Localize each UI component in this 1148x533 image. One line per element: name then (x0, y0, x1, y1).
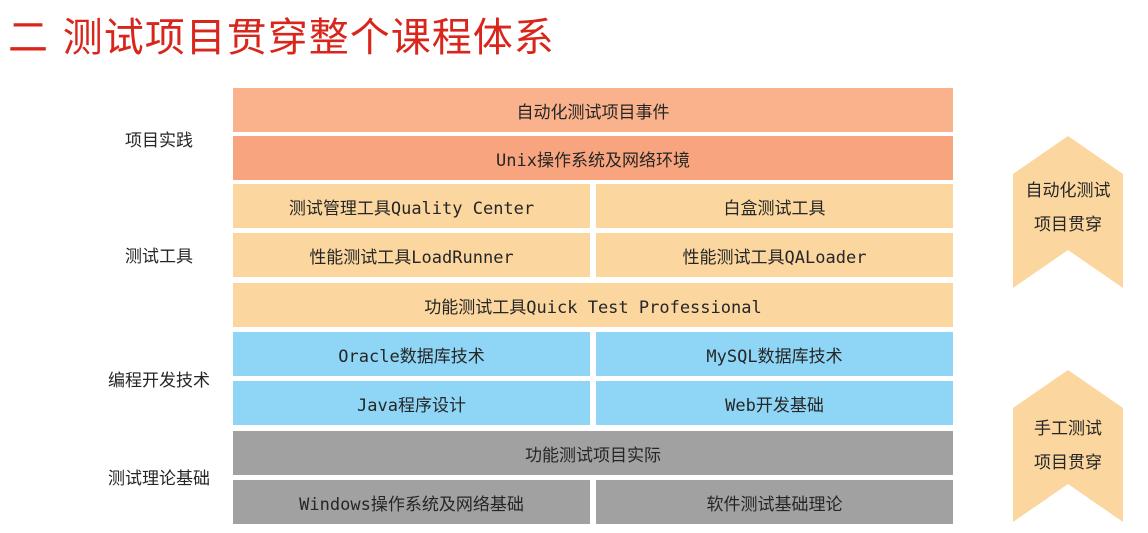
block-windows-network: Windows操作系统及网络基础 (233, 480, 590, 524)
up-arrow-icon (1013, 370, 1123, 522)
layer-label-dev: 编程开发技术 (108, 371, 210, 391)
block-java: Java程序设计 (233, 381, 590, 425)
automation-arrow: 自动化测试 项目贯穿 (1013, 136, 1123, 288)
block-whitebox-tools: 白盒测试工具 (596, 184, 953, 228)
automation-arrow-line1: 自动化测试 (1025, 181, 1111, 201)
block-unix-network: Unix操作系统及网络环境 (233, 136, 953, 180)
block-quality-center: 测试管理工具Quality Center (233, 184, 590, 228)
block-oracle: Oracle数据库技术 (233, 332, 590, 376)
block-mysql: MySQL数据库技术 (596, 332, 953, 376)
block-automation-project: 自动化测试项目事件 (233, 88, 953, 132)
layer-label-tools: 测试工具 (125, 247, 193, 267)
up-arrow-icon (1013, 136, 1123, 288)
layer-label-practice: 项目实践 (125, 131, 193, 151)
block-qaloader: 性能测试工具QALoader (596, 233, 953, 277)
manual-arrow-line1: 手工测试 (1034, 419, 1102, 439)
block-qtp: 功能测试工具Quick Test Professional (233, 283, 953, 327)
block-loadrunner: 性能测试工具LoadRunner (233, 233, 590, 277)
page-title: 二 测试项目贯穿整个课程体系 (8, 15, 555, 61)
block-web: Web开发基础 (596, 381, 953, 425)
manual-arrow-line2: 项目贯穿 (1034, 453, 1102, 473)
automation-arrow-line2: 项目贯穿 (1034, 215, 1102, 235)
manual-arrow: 手工测试 项目贯穿 (1013, 370, 1123, 522)
block-testing-theory: 软件测试基础理论 (596, 480, 953, 524)
layer-label-theory: 测试理论基础 (108, 469, 210, 489)
block-functional-project: 功能测试项目实际 (233, 431, 953, 475)
